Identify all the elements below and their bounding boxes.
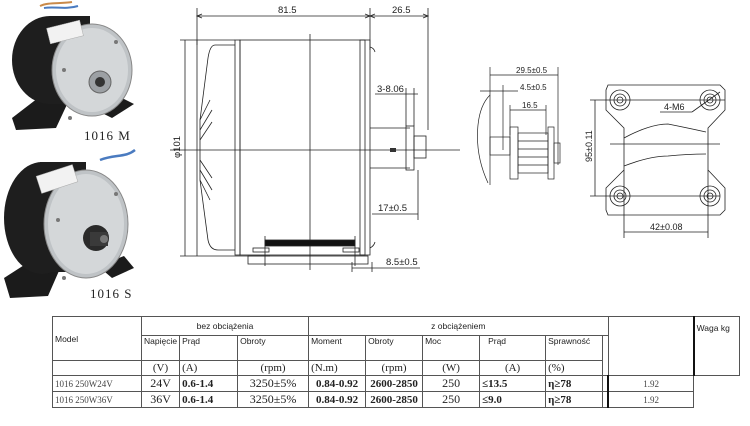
header-model: Model	[52, 316, 142, 361]
row-torque: 0.84-0.92	[308, 375, 367, 392]
photo-label-1016s: 1016 S	[90, 286, 133, 301]
row-speed: 3250±5%	[237, 375, 310, 392]
row-torque: 0.84-0.92	[308, 391, 367, 408]
unit-power: (W)	[422, 360, 481, 376]
dim-shaft: 26.5	[392, 5, 411, 16]
motor-side-view-drawing: 81.5 26.5 φ101 3-8.06 17±0.5 8.5±0.5	[170, 5, 460, 272]
unit-current: (A)	[179, 360, 239, 376]
table-header-row-2: Napięcie Prąd Obroty Moment Obroty Moc P…	[53, 335, 740, 361]
table-row: 1016 250W24V 24V 0.6-1.4 3250±5% 0.84-0.…	[52, 375, 740, 392]
pulley-view-drawing: 29.5±0.5 4.5±0.5 16.5	[477, 66, 561, 185]
photo-label-1016m: 1016 M	[84, 128, 131, 143]
header-no-load: bez obciążenia	[140, 316, 310, 336]
motor-photo-1016m: 1016 M	[0, 0, 150, 148]
motor-photo-1016s: 1016 S	[0, 148, 150, 308]
table-units-row: (V) (A) (rpm) (N.m) (rpm) (W) (A) (%)	[52, 360, 740, 376]
header-current: Prąd	[179, 335, 239, 361]
header-torque: Moment	[308, 335, 367, 361]
table-header-row-1: Model bez obciążenia z obciążeniem Waga …	[52, 316, 740, 376]
dim-diameter: φ101	[172, 136, 183, 158]
dim-horizontal: 42±0.08	[650, 222, 682, 232]
row-speed-load: 2600-2850	[365, 391, 424, 408]
units-model-empty	[52, 360, 142, 376]
row-current-load: ≤13.5	[479, 375, 547, 392]
row-voltage: 24V	[140, 375, 181, 392]
row-current: 0.6-1.4	[179, 391, 239, 408]
table-row: 1016 250W36V 36V 0.6-1.4 3250±5% 0.84-0.…	[52, 391, 740, 408]
motor-pulley-image	[4, 148, 136, 298]
unit-efficiency: (%)	[545, 360, 604, 376]
row-power: 250	[422, 375, 481, 392]
header-current-load: Prąd	[479, 335, 547, 361]
dim-pulley-gap: 4.5±0.5	[520, 83, 547, 92]
header-speed: Obroty	[237, 335, 310, 361]
empty-column-header	[607, 316, 695, 376]
row-speed-load: 2600-2850	[365, 375, 424, 392]
dim-vertical: 95±0.11	[584, 130, 594, 162]
unit-voltage: (V)	[140, 360, 181, 376]
row-power: 250	[422, 391, 481, 408]
base-view-drawing: 4-M6 95±0.11 42±0.08	[584, 84, 726, 238]
header-speed-load: Obroty	[365, 335, 424, 361]
row-speed: 3250±5%	[237, 391, 310, 408]
row-model: 1016 250W36V	[52, 391, 142, 408]
unit-torque: (N.m)	[308, 360, 367, 376]
dim-shaft-length: 17±0.5	[378, 203, 407, 214]
spec-table: Model bez obciążenia z obciążeniem Waga …	[52, 316, 740, 408]
unit-speed-load: (rpm)	[365, 360, 424, 376]
dim-holes: 4-M6	[664, 102, 685, 112]
row-current: 0.6-1.4	[179, 375, 239, 392]
row-voltage: 36V	[140, 391, 181, 408]
row-current-load: ≤9.0	[479, 391, 547, 408]
motor-sprocket-image	[12, 1, 134, 130]
unit-speed: (rpm)	[237, 360, 310, 376]
row-efficiency: η≥78	[545, 375, 604, 392]
header-weight: Waga kg	[692, 316, 740, 376]
row-weight: 1.92	[607, 375, 695, 392]
dim-pulley-width: 16.5	[522, 101, 538, 110]
dim-pulley-total: 29.5±0.5	[516, 66, 548, 75]
unit-current-load: (A)	[479, 360, 547, 376]
row-model: 1016 250W24V	[52, 375, 142, 392]
dim-length: 81.5	[278, 5, 297, 16]
header-efficiency: Sprawność	[545, 335, 604, 361]
row-efficiency: η≥78	[545, 391, 604, 408]
dim-keyway: 3-8.06	[377, 84, 404, 95]
header-power: Moc	[422, 335, 481, 361]
row-weight: 1.92	[607, 391, 695, 408]
header-with-load: z obciążeniem	[308, 316, 609, 336]
header-voltage: Napięcie	[140, 335, 181, 361]
dim-base-offset: 8.5±0.5	[386, 257, 418, 268]
